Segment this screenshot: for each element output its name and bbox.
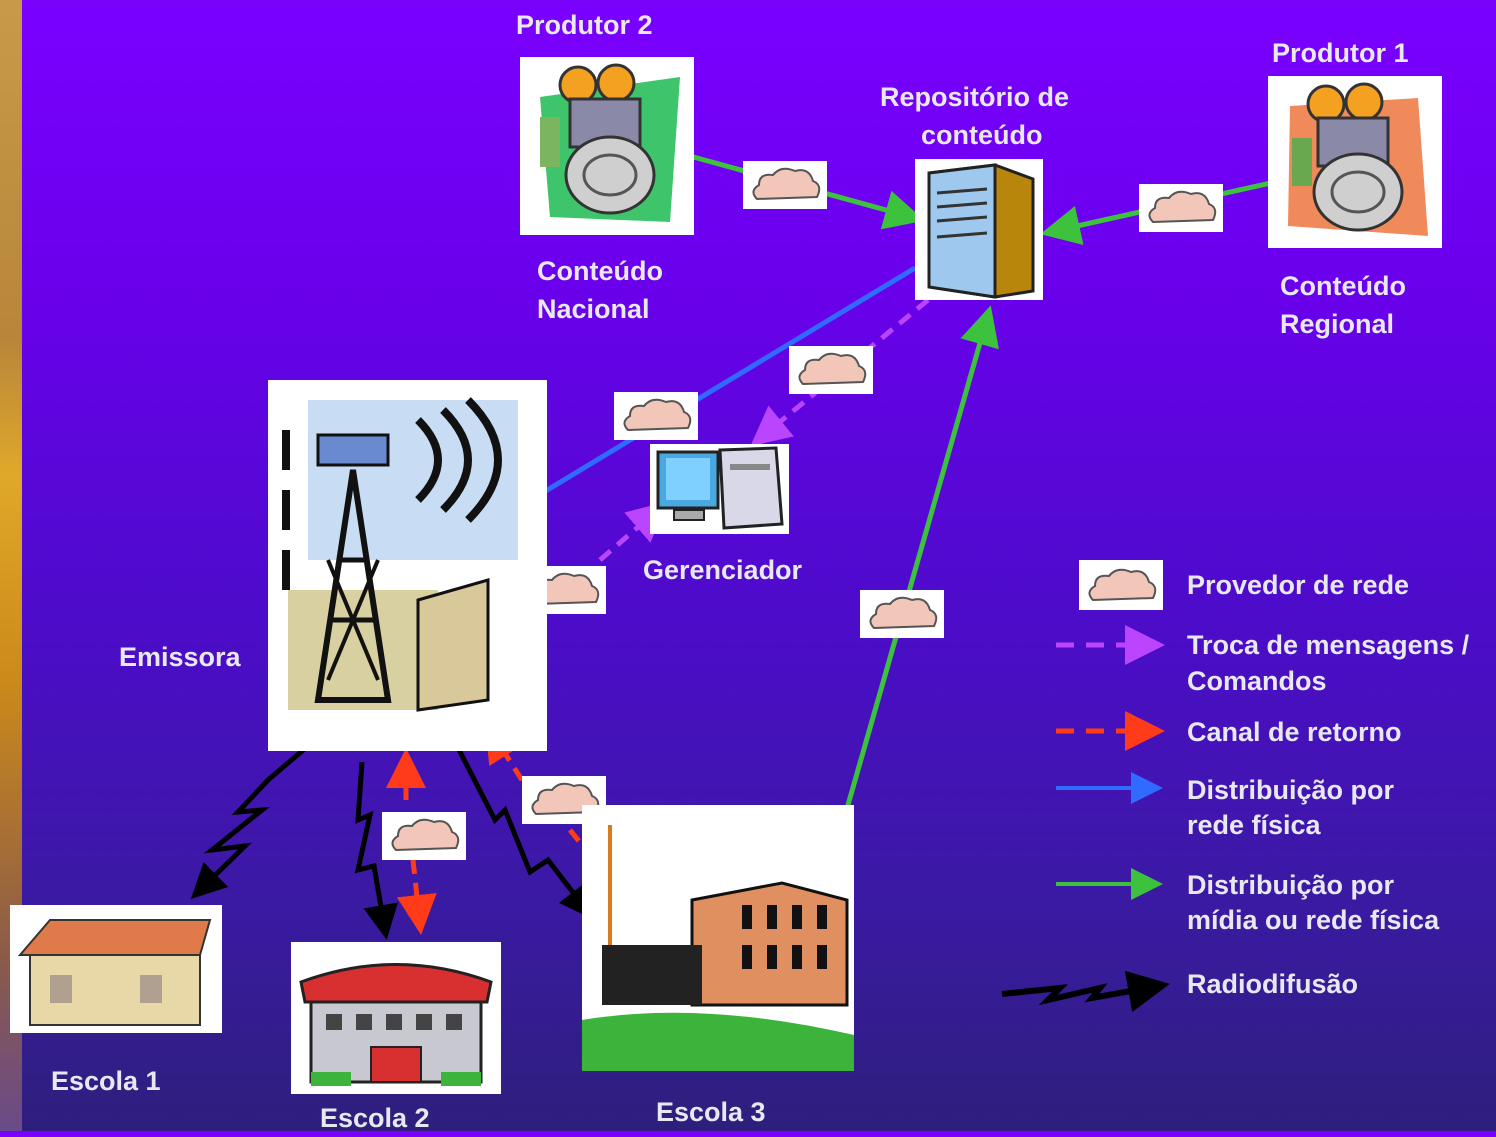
school-building-icon [299,963,493,1086]
desktop-computer-icon [656,446,784,530]
repositorio-server-image [915,159,1043,300]
produtor2-caption-line1: Conteúdo [537,256,663,286]
legend-broadcast-label: Radiodifusão [1187,969,1359,999]
gerenciador-computer-image [650,444,789,534]
network-cloud [522,776,606,824]
legend-cloud-swatch [1079,560,1163,610]
network-cloud [1139,184,1223,232]
legend-physical-label-line1: Distribuição por [1187,775,1395,805]
produtor2-caption-line2: Nacional [537,294,650,324]
broadcast-tower-icon [282,397,518,712]
repositorio-title-line2: conteúdo [921,120,1043,150]
produtor2-camera-image [520,57,694,235]
network-cloud [382,812,466,860]
link-emissora-escola2-return [396,859,437,935]
escola2-label: Escola 2 [320,1103,430,1133]
legend-media-label-line1: Distribuição por [1187,870,1395,900]
cloud-icon [531,782,600,816]
legend-physical-label-line2: rede física [1187,810,1321,840]
produtor1-camera-image [1268,76,1442,248]
legend-return-label: Canal de retorno [1187,717,1402,747]
cloud-icon [798,352,867,386]
cloud-icon [623,398,692,432]
produtor2-title: Produtor 2 [516,10,653,40]
broadcast-escola2 [354,761,399,940]
emissora-tower-image [268,380,547,751]
network-cloud [789,346,873,394]
school-building-icon [582,825,854,1071]
legend-messages-label-line2: Comandos [1187,666,1327,696]
legend-messages-label-line1: Troca de mensagens / [1187,630,1470,660]
cloud-icon [752,167,821,201]
network-cloud [614,392,698,440]
escola2-building-image [291,942,501,1094]
repositorio-title-line1: Repositório de [880,82,1070,112]
cloud-icon [1088,568,1157,602]
film-camera-icon [1288,82,1428,236]
legend-broadcast-line [1001,970,1170,1013]
produtor1-caption-line1: Conteúdo [1280,271,1406,301]
network-cloud [743,161,827,209]
escola3-label: Escola 3 [656,1097,766,1127]
film-camera-icon [540,63,680,222]
server-tower-icon [927,163,1035,299]
emissora-label: Emissora [119,642,241,672]
broadcast-escola3 [452,740,595,920]
escola1-house-image [10,905,222,1033]
broadcast-escola1 [190,738,317,899]
cloud-icon [869,596,938,630]
produtor1-title: Produtor 1 [1272,38,1409,68]
cottage-school-icon [17,919,212,1026]
left-decor-strip [0,0,22,1131]
escola3-building-image [582,805,854,1071]
link-repositorio-gerenciador [750,298,930,447]
legend-cloud-label: Provedor de rede [1187,570,1410,600]
legend-media-label-line2: mídia ou rede física [1187,905,1440,935]
escola1-label: Escola 1 [51,1066,161,1096]
network-cloud [860,590,944,638]
gerenciador-label: Gerenciador [643,555,803,585]
produtor1-caption-line2: Regional [1280,309,1395,339]
link-emissora-gerenciador [598,501,668,562]
cloud-icon [1148,190,1217,224]
cloud-icon [391,818,460,852]
